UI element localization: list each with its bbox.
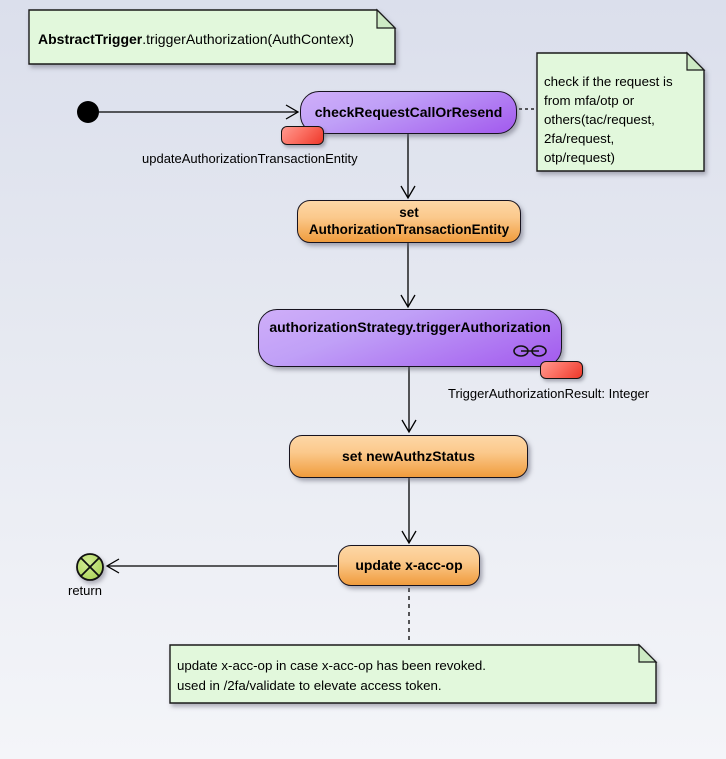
edge-label-trigger-authorization-result: TriggerAuthorizationResult: Integer — [448, 386, 650, 401]
note-line: others(tac/request, — [544, 112, 655, 127]
signal-update-authorization-transaction-entity — [281, 126, 324, 145]
note-x-acc-op-shape — [169, 643, 658, 704]
edge-strategy-to-new-authz — [401, 367, 417, 434]
edge-new-authz-to-update — [401, 478, 417, 545]
flow-final-label: return — [68, 583, 102, 598]
procedure-icon — [513, 345, 547, 357]
note-line: check if the request is — [544, 74, 673, 89]
activity-label: checkRequestCallOrResend — [314, 104, 503, 121]
activity-authorization-strategy-trigger-authorization: authorizationStrategy.triggerAuthorizati… — [258, 309, 562, 367]
activity-label: update x-acc-op — [355, 557, 463, 574]
edge-set-ate-to-strategy — [400, 243, 416, 309]
note-request-source-shape — [536, 51, 706, 172]
activity-set-new-authz-status: set newAuthzStatus — [289, 435, 528, 478]
note-request-source: check if the request is from mfa/otp or … — [544, 72, 673, 167]
activity-label: set AuthorizationTransactionEntity — [309, 205, 509, 237]
edge-label-update-authorization-transaction-entity: updateAuthorizationTransactionEntity — [142, 151, 358, 166]
note-line: otp/request) — [544, 150, 615, 165]
title-note-shape — [28, 8, 397, 65]
signal-trigger-authorization-result — [540, 361, 583, 379]
activity-label: set newAuthzStatus — [341, 448, 475, 465]
activity-label: authorizationStrategy.triggerAuthorizati… — [269, 319, 551, 335]
edge-start-to-check — [99, 104, 300, 120]
edge-check-to-set-ate — [400, 134, 416, 200]
diagram-title-method: .triggerAuthorization(AuthContext) — [142, 31, 354, 47]
initial-node-icon — [77, 101, 99, 123]
flow-final-node-icon — [76, 553, 104, 581]
note-line: from mfa/otp or — [544, 93, 635, 108]
note-line: update x-acc-op in case x-acc-op has bee… — [177, 658, 486, 673]
note-line: 2fa/request, — [544, 131, 615, 146]
note-line: used in /2fa/validate to elevate access … — [177, 678, 442, 693]
activity-update-x-acc-op: update x-acc-op — [338, 545, 480, 586]
diagram-title-class: AbstractTrigger — [38, 31, 143, 47]
activity-check-request-call-or-resend: checkRequestCallOrResend — [300, 91, 517, 134]
diagram-title: AbstractTrigger.triggerAuthorization(Aut… — [38, 31, 354, 47]
activity-set-authorization-transaction-entity: set AuthorizationTransactionEntity — [297, 200, 521, 243]
edge-update-to-return — [105, 558, 337, 574]
activity-label-line2: AuthorizationTransactionEntity — [308, 221, 510, 237]
activity-label-line1: set — [399, 205, 419, 221]
note-x-acc-op: update x-acc-op in case x-acc-op has bee… — [177, 656, 486, 696]
